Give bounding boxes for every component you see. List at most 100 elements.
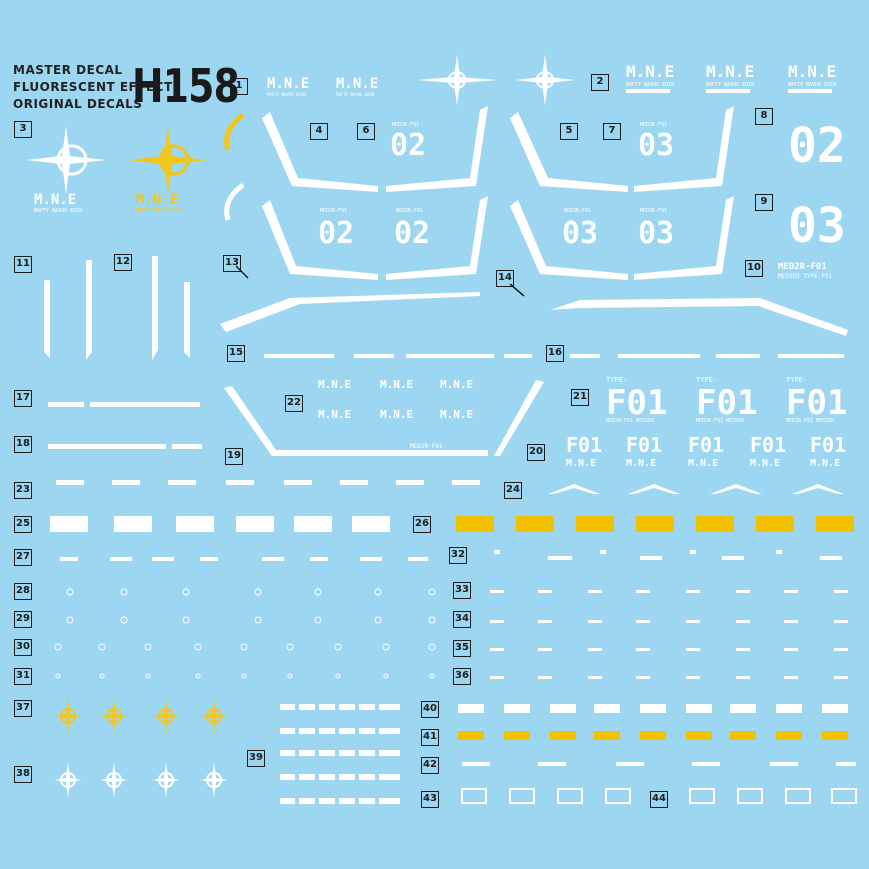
f01-mne4: M.N.E — [750, 458, 780, 469]
trapezoid-frame-5 — [510, 106, 734, 192]
decal-03-big: 03 — [788, 198, 846, 254]
number-36: 36 — [453, 668, 471, 685]
mne-text-4: M.N.E — [706, 62, 754, 81]
keep-clear-white-2 — [504, 704, 530, 713]
number-30: 30 — [14, 639, 32, 656]
mne-g5: M.N.E — [380, 408, 413, 421]
keep-clear-white-7 — [730, 704, 756, 713]
product-code: H158 — [132, 59, 240, 113]
number-15: 15 — [227, 345, 245, 362]
number-1: 1 — [230, 78, 248, 95]
number-34: 34 — [453, 611, 471, 628]
tag-03-c: MED3R-F01 — [640, 208, 667, 214]
strips-15 — [264, 354, 532, 358]
emblem-yellow-large: M.N.E MAFTY NAVUE ERIN — [128, 126, 208, 214]
number-40: 40 — [421, 701, 439, 718]
type-2: TYPE- — [696, 376, 717, 384]
number-24: 24 — [504, 482, 522, 499]
number-17: 17 — [14, 390, 32, 407]
number-4: 4 — [310, 123, 328, 140]
mne-sub-1: MAFTY NAVUE ERIN — [267, 92, 306, 97]
wing-strip-right — [550, 298, 848, 336]
number-22: 22 — [285, 395, 303, 412]
trapezoid-frame-row2-a — [262, 196, 488, 280]
med-bottom-text: MED2R-F01 — [410, 443, 443, 450]
number-25: 25 — [14, 516, 32, 533]
attention-white-3 — [176, 516, 214, 532]
number-20: 20 — [527, 444, 545, 461]
number-44: 44 — [650, 791, 668, 808]
number-26: 26 — [413, 516, 431, 533]
mne-text-3: M.N.E — [626, 62, 674, 81]
attention-yellow-2 — [516, 516, 554, 532]
f01-large-3: F01 — [786, 383, 847, 423]
number-27: 27 — [14, 549, 32, 566]
header-line-1: MASTER DECAL — [13, 63, 123, 77]
mne-logo-4: M.N.E MAFTY NAVUE ERIN — [706, 62, 754, 93]
f01-mne1: M.N.E — [566, 458, 596, 469]
number-21: 21 — [571, 389, 589, 406]
row-23-marks — [56, 480, 480, 485]
tag-02-a: MED2R-F01 — [392, 122, 419, 128]
type-1: TYPE- — [606, 376, 627, 384]
number-35: 35 — [453, 640, 471, 657]
number-41: 41 — [421, 729, 439, 746]
decal-03-a: 03 — [638, 128, 674, 163]
f01-sub-3: MED2R-F01 MESSER — [786, 418, 835, 424]
tag-03-b: MED3R-F01 — [564, 208, 591, 214]
keep-clear-white-9 — [822, 704, 848, 713]
rows-28-31-marks — [54, 588, 436, 679]
type-3: TYPE- — [786, 376, 807, 384]
mne-grid-22: M.N.E M.N.E M.N.E M.N.E M.N.E M.N.E — [318, 378, 473, 421]
decal-02-b: 02 — [318, 216, 354, 251]
curve-yellow — [224, 112, 245, 151]
keep-clear-yellow-1 — [458, 731, 484, 740]
mne-text-2: M.N.E — [336, 76, 378, 92]
f01-sub-1: MED2R-F01 MESSER — [606, 418, 655, 424]
f01-large-2: F01 — [696, 383, 757, 423]
number-14: 14 — [496, 270, 514, 287]
number-13: 13 — [223, 255, 241, 272]
mne-sub-2: MAFTY NAVUE ERIN — [336, 92, 375, 97]
keep-clear-white-1 — [458, 704, 484, 713]
mne-text-1: M.N.E — [267, 76, 309, 92]
mne-sub-5: MAFTY NAVUE ERIN — [788, 82, 836, 88]
tag-02-b: MED2R-F01 — [320, 208, 347, 214]
keep-clear-white-4 — [594, 704, 620, 713]
header-line-2: FLUORESCENT EFFECT — [13, 80, 173, 94]
f01-s5: F01 — [810, 433, 846, 457]
messer-line-1: MED2R-F01 — [778, 262, 827, 272]
number-37: 37 — [14, 700, 32, 717]
number-43: 43 — [421, 791, 439, 808]
number-16: 16 — [546, 345, 564, 362]
f01-small-set: F01 F01 F01 F01 F01 M.N.E M.N.E M.N.E M.… — [566, 433, 846, 469]
number-23: 23 — [14, 482, 32, 499]
star-emblem-2 — [515, 54, 575, 106]
number-5: 5 — [560, 123, 578, 140]
mne-g3: M.N.E — [440, 378, 473, 391]
number-28: 28 — [14, 583, 32, 600]
mne-g2: M.N.E — [380, 378, 413, 391]
keep-clear-yellow-7 — [730, 731, 756, 740]
keep-clear-white-8 — [776, 704, 802, 713]
f01-large-1: F01 — [606, 383, 667, 423]
attention-yellow-3 — [576, 516, 614, 532]
mne-logo-1: M.N.E MAFTY NAVUE ERIN — [267, 76, 309, 97]
hazard-stripes-39 — [280, 704, 400, 804]
attention-yellow-4 — [636, 516, 674, 532]
mne-sub-3: MAFTY NAVUE ERIN — [626, 82, 674, 88]
attention-white-4 — [236, 516, 274, 532]
mne-text-5: M.N.E — [788, 62, 836, 81]
mne-emblem-white-sub: MAFTY NAVUE ERIN — [34, 208, 82, 214]
number-39: 39 — [247, 750, 265, 767]
number-6: 6 — [357, 123, 375, 140]
keep-clear-yellow-8 — [776, 731, 802, 740]
keep-clear-yellow-6 — [686, 731, 712, 740]
strips-18 — [48, 444, 202, 449]
keep-clear-white-3 — [550, 704, 576, 713]
attention-yellow-6 — [756, 516, 794, 532]
attention-yellow-1 — [456, 516, 494, 532]
f01-mne5: M.N.E — [810, 458, 840, 469]
mne-g4: M.N.E — [318, 408, 351, 421]
